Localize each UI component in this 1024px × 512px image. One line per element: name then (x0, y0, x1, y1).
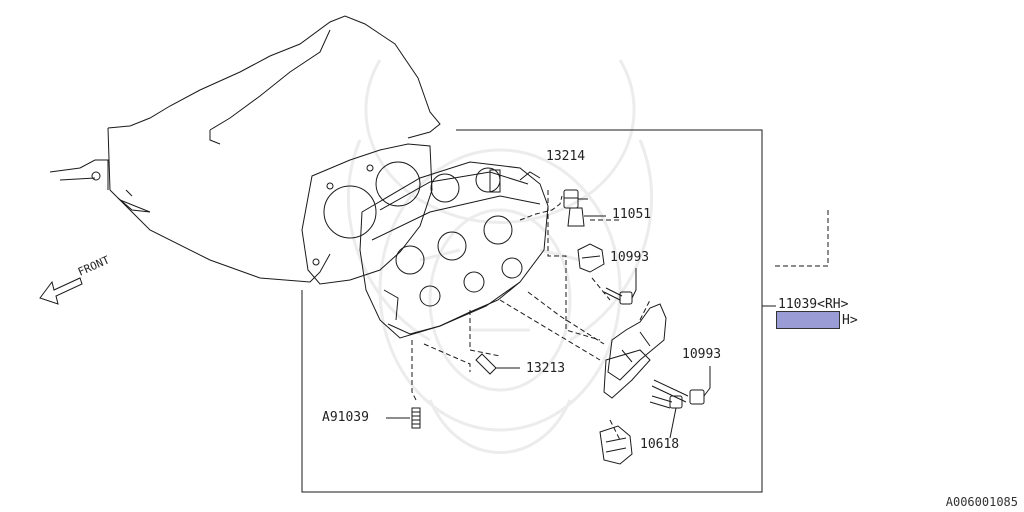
assembly-lines (411, 190, 829, 441)
camshaft-bracket (603, 303, 667, 399)
stud-a91039 (386, 407, 421, 429)
label-11039-rh: 11039<RH> (778, 297, 849, 312)
label-13213: 13213 (526, 361, 566, 376)
stud-13213 (475, 353, 520, 375)
cylinder-head (359, 161, 549, 339)
label-13214: 13214 (546, 149, 586, 164)
label-11039-lh: H> (842, 313, 858, 328)
assembly-frame (301, 129, 763, 493)
bolt-upper (603, 268, 637, 305)
bolt-lower (649, 366, 711, 439)
plug-11051 (567, 207, 606, 227)
watermark-emblem (346, 59, 654, 454)
reference-code: A006001085 (945, 495, 1018, 509)
highlight-swatch (776, 311, 840, 329)
label-10993-upper: 10993 (610, 250, 650, 265)
bearing-cap-lower (599, 425, 633, 465)
head-gasket (301, 143, 433, 285)
engine-block (49, 15, 441, 283)
front-arrow-icon (39, 277, 83, 305)
front-label: FRONT (76, 253, 112, 278)
label-11051: 11051 (612, 207, 652, 222)
bearing-cap-upper (577, 243, 605, 273)
label-10618: 10618 (640, 437, 680, 452)
label-a91039: A91039 (322, 410, 369, 425)
label-10993-lower: 10993 (682, 347, 722, 362)
